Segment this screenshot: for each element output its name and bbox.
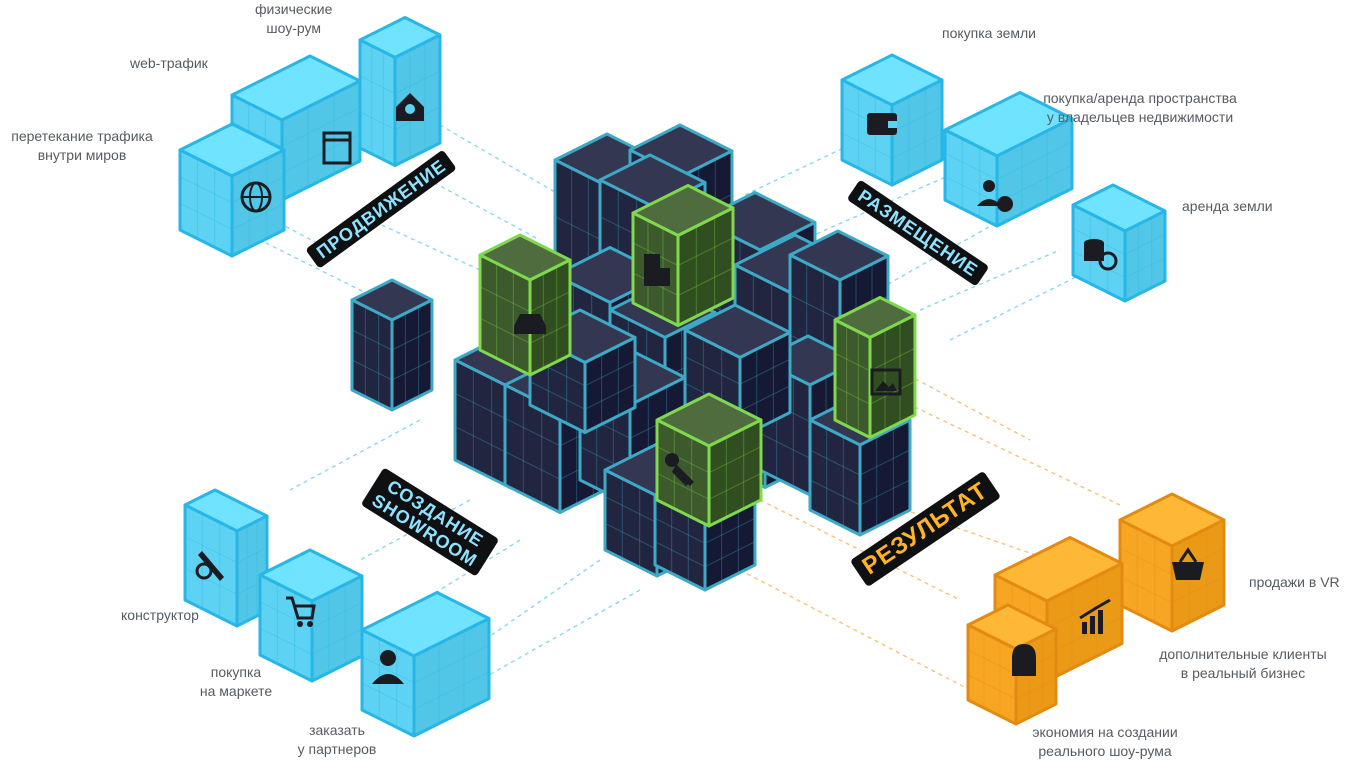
person-tie-icon bbox=[372, 650, 404, 684]
label-showroom-savings: экономия на создании реального шоу-рума bbox=[1032, 724, 1178, 759]
wrench-gear-icon bbox=[195, 551, 224, 581]
key-icon bbox=[665, 453, 694, 486]
shopping-cart-icon bbox=[286, 596, 316, 627]
icons-layer bbox=[195, 93, 1204, 684]
connector-line bbox=[359, 214, 481, 271]
green-cube-building bbox=[631, 184, 735, 327]
connector-line bbox=[739, 569, 971, 691]
label-land-rent: аренда земли bbox=[1182, 198, 1273, 214]
connector-line bbox=[919, 249, 1061, 311]
building-icon bbox=[644, 254, 670, 286]
picture-icon bbox=[870, 368, 902, 396]
floating-cube bbox=[350, 278, 434, 412]
car-icon bbox=[514, 314, 546, 334]
connector-line bbox=[949, 259, 1111, 341]
label-land-purchase: покупка земли bbox=[942, 25, 1037, 41]
connector-line bbox=[479, 589, 641, 681]
promo-cube-showroom bbox=[358, 16, 442, 167]
connector-line bbox=[419, 174, 541, 241]
connector-line bbox=[359, 499, 471, 561]
label-space-rent: покупка/аренда пространства у владельцев… bbox=[1043, 90, 1237, 125]
connector-line bbox=[289, 419, 421, 491]
label-vr-sales: продажи в VR bbox=[1249, 574, 1340, 590]
connector-line bbox=[439, 124, 561, 196]
wallet-icon bbox=[867, 113, 897, 135]
browser-window-icon bbox=[322, 131, 352, 165]
money-bag-icon bbox=[1012, 644, 1036, 676]
promo-cube-globe bbox=[178, 122, 286, 258]
label-constructor: конструктор bbox=[121, 607, 199, 623]
label-traffic-flow: перетекание трафика внутри миров bbox=[11, 128, 153, 163]
label-order-partners: заказать у партнеров bbox=[297, 722, 377, 757]
connector-line bbox=[779, 174, 951, 251]
green-cube-key bbox=[655, 392, 763, 528]
result-cube-basket bbox=[1118, 492, 1226, 633]
coins-clock-icon bbox=[1084, 239, 1118, 271]
result-cube-bag bbox=[966, 603, 1058, 726]
connector-line bbox=[469, 559, 601, 651]
businessman-dollar-icon bbox=[977, 180, 1013, 212]
green-cube-car bbox=[478, 233, 572, 377]
connector-line bbox=[759, 499, 961, 601]
house-pin-icon bbox=[396, 93, 424, 121]
growth-chart-icon bbox=[1079, 598, 1111, 634]
green-cube-picture bbox=[833, 296, 917, 439]
globe-icon bbox=[240, 181, 272, 213]
label-extra-clients: дополнительные клиенты в реальный бизнес bbox=[1159, 646, 1327, 681]
basket-icon bbox=[1172, 547, 1204, 580]
label-physical-showroom: физические шоу-рум bbox=[255, 1, 333, 36]
label-market-purchase: покупка на маркете bbox=[199, 664, 273, 699]
cube-cluster bbox=[178, 16, 1226, 738]
center-cube-13 bbox=[808, 393, 912, 537]
label-web-traffic: web-трафик bbox=[130, 55, 208, 71]
place-cube-wallet bbox=[840, 53, 944, 187]
create-cube-partner bbox=[360, 591, 491, 738]
connector-line bbox=[899, 399, 1121, 506]
